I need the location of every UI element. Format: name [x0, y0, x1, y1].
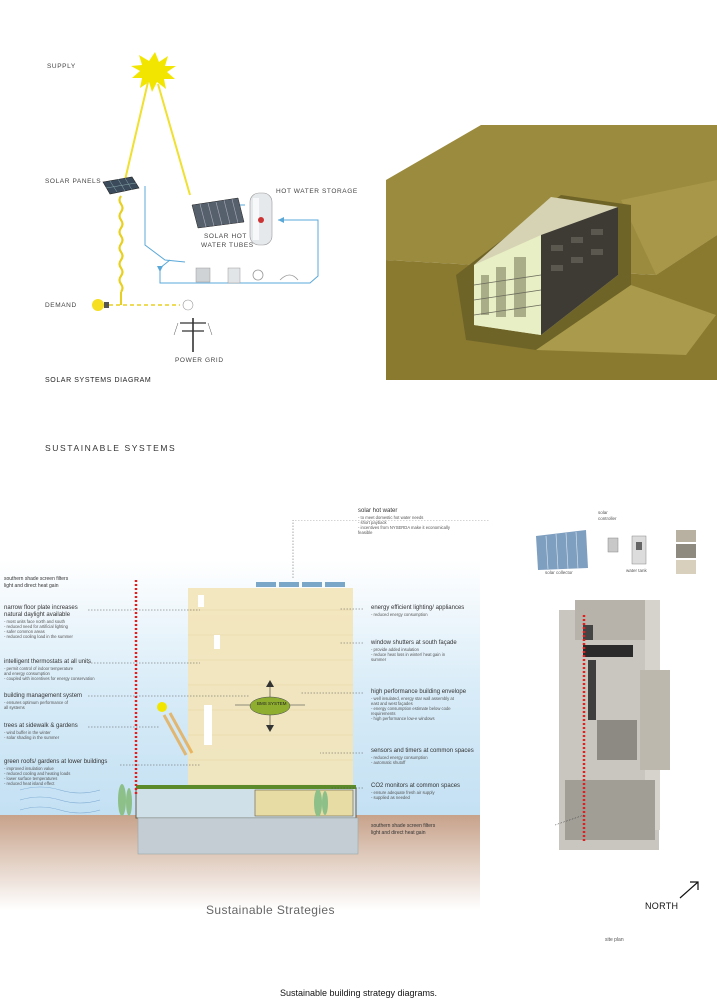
annotation-narrow-floor-plate: narrow floor plate increases natural day…: [4, 605, 94, 639]
bms-label: BMS SYSTEM: [257, 701, 287, 706]
annotation-sub: - permit control of indoor temperature a…: [4, 666, 95, 681]
annotation-title: southern shade screen filters: [4, 576, 69, 582]
annotation-shade-screen-right: southern shade screen filters light and …: [371, 823, 481, 837]
loop-left: [144, 186, 186, 263]
figure-caption: Sustainable building strategy diagrams.: [279, 988, 438, 998]
solar-diagram-title: SOLAR SYSTEMS DIAGRAM: [45, 377, 152, 384]
building-3d-model: [386, 125, 717, 380]
annotation-shade-screen-left: southern shade screen filters light and …: [4, 576, 99, 590]
site-plan-label: site plan: [605, 937, 624, 943]
annotation-title: narrow floor plate increases natural day…: [4, 605, 78, 618]
annotation-thermostats: intelligent thermostats at all units - p…: [4, 659, 124, 681]
annotation-trees: trees at sidewalk & gardens - wind buffe…: [4, 723, 114, 740]
annotation-lighting: energy efficient lighting/ appliances - …: [371, 605, 496, 617]
hot-water-storage-label: HOT WATER STORAGE: [276, 188, 358, 195]
annotation-sub: - wind buffer in the winter - solar shad…: [4, 730, 60, 740]
solar-tubes-icon: [191, 197, 245, 229]
annotation-sub: light and direct heat gain: [371, 830, 426, 836]
strategies-caption: Sustainable Strategies: [206, 903, 335, 917]
supply-label: SUPPLY: [47, 63, 76, 70]
site-plan-graphic: [555, 600, 670, 850]
annotation-sub: - provide added insulation - reduce heat…: [371, 647, 446, 662]
annotation-title: southern shade screen filters: [371, 823, 436, 829]
solar-diagram-graphic: [92, 52, 319, 352]
annotation-title: solar hot water: [358, 508, 398, 514]
annotation-window-shutters: window shutters at south façade - provid…: [371, 640, 496, 662]
annotation-title: CO2 monitors at common spaces: [371, 783, 461, 789]
foundation: [137, 817, 359, 855]
annotation-sub: - reduced energy consumption: [371, 612, 428, 617]
section-sun-icon: [157, 702, 167, 712]
annotation-bms: building management system - ensures opt…: [4, 693, 114, 710]
power-grid-label: POWER GRID: [175, 357, 224, 364]
photo-1: [676, 530, 696, 542]
annotation-sensors: sensors and timers at common spaces - re…: [371, 748, 496, 765]
annotation-envelope: high performance building envelope - wel…: [371, 689, 496, 721]
solar-photos-graphic: [536, 530, 696, 574]
annotation-sub: light and direct heat gain: [4, 583, 59, 589]
strategies-section-graphic: [0, 520, 490, 910]
annotation-sub: - well insulated, energy star wall assem…: [371, 696, 454, 721]
panel-power-line: [118, 195, 124, 293]
roof-solar-panels: [256, 582, 345, 587]
supply-line-tubes: [157, 83, 191, 196]
annotation-title: window shutters at south façade: [371, 640, 457, 646]
supply-line-panels: [124, 81, 149, 181]
north-label: NORTH: [645, 901, 679, 911]
annotation-sub: - reduced energy consumption - automatic…: [371, 755, 428, 765]
bms-system-icon: [249, 696, 291, 716]
annotation-title: high performance building envelope: [371, 689, 467, 695]
annotation-sub: - ensure adequate fresh air supply - sup…: [371, 790, 435, 800]
annotation-sub: - most units face north and south - redu…: [4, 619, 73, 639]
annotation-sub: - to meet domestic hot water needs - sho…: [358, 515, 450, 535]
power-grid-icon: [173, 318, 213, 352]
annotation-green-roofs: green roofs/ gardens at lower buildings …: [4, 759, 134, 786]
annotation-solar-hot-water: solar hot water - to meet domestic hot w…: [358, 508, 508, 535]
annotation-sub: - ensures optimum performance of all sys…: [4, 700, 69, 710]
solar-tubes-label-2: WATER TUBES: [201, 242, 254, 249]
annotation-title: green roofs/ gardens at lower buildings: [4, 759, 108, 765]
appliances-icons: [195, 267, 299, 284]
solar-panel-icon: [102, 176, 140, 195]
water-tank-label: water tank: [626, 568, 647, 573]
north-arrow-icon: [679, 881, 699, 899]
annotation-co2: CO2 monitors at common spaces - ensure a…: [371, 783, 496, 800]
sun-icon: [131, 52, 176, 92]
solar-tubes-label-1: SOLAR HOT: [204, 233, 247, 240]
solar-collector-photo: [536, 530, 588, 570]
photo-3: [676, 560, 696, 574]
photo-2: [676, 544, 696, 558]
annotation-title: building management system: [4, 693, 83, 699]
annotation-title: intelligent thermostats at all units: [4, 659, 92, 665]
section-title: SUSTAINABLE SYSTEMS: [45, 443, 177, 453]
annotation-sub: - improved insulation value - reduced co…: [4, 766, 71, 786]
meter-icon: [182, 299, 194, 311]
annotation-title: sensors and timers at common spaces: [371, 748, 474, 754]
annotation-title: energy efficient lighting/ appliances: [371, 605, 465, 611]
solar-controller-label: solar controller: [598, 510, 617, 521]
solar-panels-label: SOLAR PANELS: [45, 178, 102, 185]
annotation-title: trees at sidewalk & gardens: [4, 723, 78, 729]
light-bulb-icon: [92, 299, 109, 311]
solar-collector-label: solar collector: [545, 570, 573, 575]
demand-label: DEMAND: [45, 302, 77, 309]
solar-controller-photo: [607, 537, 619, 553]
hot-water-tank-icon: [249, 192, 273, 246]
trees: [118, 784, 328, 817]
